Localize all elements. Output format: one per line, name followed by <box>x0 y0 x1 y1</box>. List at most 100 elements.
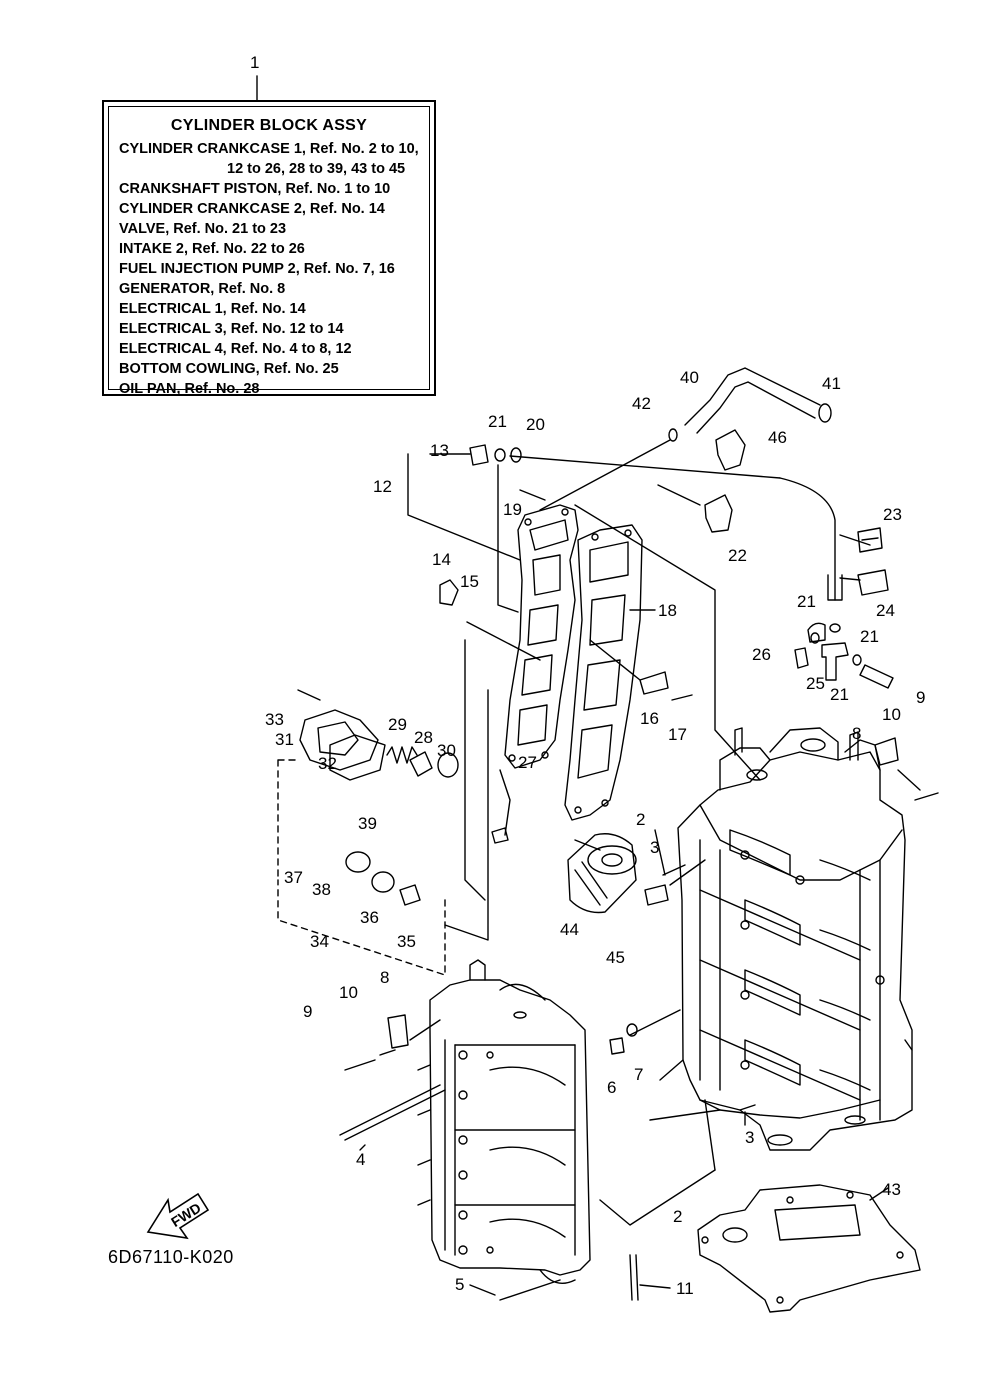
leader-2-top <box>654 829 666 876</box>
leader-7 <box>629 1009 681 1036</box>
box-line-9: ELECTRICAL 1, Ref. No. 14 <box>119 301 306 317</box>
clip-24-drawing <box>857 569 889 596</box>
callout-35: 35 <box>397 932 416 951</box>
callout-26: 26 <box>752 645 771 664</box>
callout-8-right: 8 <box>852 724 861 743</box>
gasket-32-drawing <box>329 734 386 781</box>
callout-27: 27 <box>518 753 537 772</box>
bracket-8-right-drawing <box>874 737 899 766</box>
callout-14: 14 <box>432 550 451 569</box>
callout-18: 18 <box>658 601 677 620</box>
group-34-bracket-top <box>277 759 301 881</box>
callout-9-left: 9 <box>303 1002 312 1021</box>
leader-3-bottom <box>649 1109 721 1121</box>
pipe-20-line <box>509 455 781 479</box>
plug-6-drawing <box>609 1037 625 1055</box>
leader-23 <box>839 534 871 546</box>
document-code: 6D67110-K020 <box>108 1247 234 1267</box>
callout-21-c: 21 <box>830 685 849 704</box>
leader-27 <box>499 769 511 836</box>
callout-5: 5 <box>455 1275 464 1294</box>
leader-5 <box>469 1284 496 1296</box>
callout-31: 31 <box>275 730 294 749</box>
callout-1: 1 <box>250 53 259 72</box>
box-line-6: INTAKE 2, Ref. No. 22 to 26 <box>119 241 305 257</box>
leader-14-down <box>464 639 486 901</box>
callout-21-a: 21 <box>797 592 816 611</box>
callout-39: 39 <box>358 814 377 833</box>
bolt-9-right-drawing <box>914 792 939 801</box>
callout-22: 22 <box>728 546 747 565</box>
callout-19: 19 <box>503 500 522 519</box>
callout-36: 36 <box>360 908 379 927</box>
callout-21-b: 21 <box>860 627 879 646</box>
short-hose-drawing <box>859 664 894 689</box>
bracket-8-left-drawing <box>387 1014 409 1049</box>
crankcase-block-drawing <box>659 727 913 1151</box>
callout-37: 37 <box>284 868 303 887</box>
cover-31-drawing <box>299 709 379 771</box>
box-line-3: CRANKSHAFT PISTON, Ref. No. 1 to 10 <box>119 181 391 197</box>
callout-38: 38 <box>312 880 331 899</box>
box-line-7: FUEL INJECTION PUMP 2, Ref. No. 7, 16 <box>119 261 395 277</box>
callout-32: 32 <box>318 754 337 773</box>
cover-31-inner <box>317 721 359 756</box>
t-joint-25-drawing <box>821 642 849 681</box>
box-line-5: VALVE, Ref. No. 21 to 23 <box>119 221 287 237</box>
callout-2-top: 2 <box>636 810 645 829</box>
callout-labels: 1 2 2 3 3 4 5 6 7 8 8 9 9 10 10 11 12 13… <box>250 53 925 1298</box>
dowel-3-top-drawing <box>662 864 686 876</box>
callout-9-right: 9 <box>916 688 925 707</box>
fwd-arrow: FWD <box>146 1192 210 1240</box>
callout-16: 16 <box>640 709 659 728</box>
clip-23-drawing <box>857 527 883 553</box>
callout-46: 46 <box>768 428 787 447</box>
pipe-20-end-drawing <box>510 447 522 463</box>
bolt-33-drawing <box>297 689 321 701</box>
callout-42: 42 <box>632 394 651 413</box>
box-line-4: CYLINDER CRANKCASE 2, Ref. No. 14 <box>119 201 385 217</box>
leader-4 <box>359 1144 366 1151</box>
exhaust-cover-drawing <box>504 504 579 769</box>
callout-11: 11 <box>676 1279 694 1298</box>
oil-filter-44-drawing <box>567 833 637 914</box>
box-line-12: BOTTOM COWLING, Ref. No. 25 <box>119 361 339 377</box>
callout-10-right: 10 <box>882 705 901 724</box>
clip-46-drawing <box>715 429 746 471</box>
bolt-9-left-drawing <box>344 1059 376 1071</box>
gasket-43-drawing <box>697 1184 921 1313</box>
callout-3-top: 3 <box>650 838 659 857</box>
gasket-18-drawing <box>564 524 643 821</box>
leader-2-bottom-a <box>704 1099 716 1171</box>
leader-right-top <box>574 504 761 781</box>
oring-21-c-drawing <box>852 654 862 666</box>
callout-40: 40 <box>680 368 699 387</box>
leader-12 <box>407 453 521 561</box>
leader-8-left <box>409 1019 441 1041</box>
bolt-19-drawing <box>519 489 546 501</box>
leader-10-left <box>379 1049 396 1056</box>
callout-23: 23 <box>883 505 902 524</box>
box-line-11: ELECTRICAL 4, Ref. No. 4 to 8, 12 <box>119 341 352 357</box>
stud-11-drawing <box>629 1254 639 1301</box>
leader-24 <box>839 577 861 581</box>
bracket-16-drawing <box>639 671 669 695</box>
part-37-body <box>345 851 371 873</box>
leader-11 <box>639 1284 671 1289</box>
spring-29-drawing <box>386 746 418 764</box>
callout-21-top: 21 <box>488 412 507 431</box>
callout-34: 34 <box>310 932 329 951</box>
callout-41: 41 <box>822 374 841 393</box>
cylinder-head-drawing <box>417 959 591 1284</box>
leader-clamp <box>539 439 671 511</box>
leader-44 <box>574 839 601 851</box>
callout-15: 15 <box>460 572 479 591</box>
dowel-3-bottom-drawing <box>739 1104 756 1111</box>
bolt-17-drawing <box>671 694 693 701</box>
callout-7: 7 <box>634 1065 643 1084</box>
seal-30-drawing <box>437 752 459 778</box>
seal-36-drawing <box>371 871 395 893</box>
oring-21-top-drawing <box>494 448 506 462</box>
leader-13-down <box>497 464 519 613</box>
